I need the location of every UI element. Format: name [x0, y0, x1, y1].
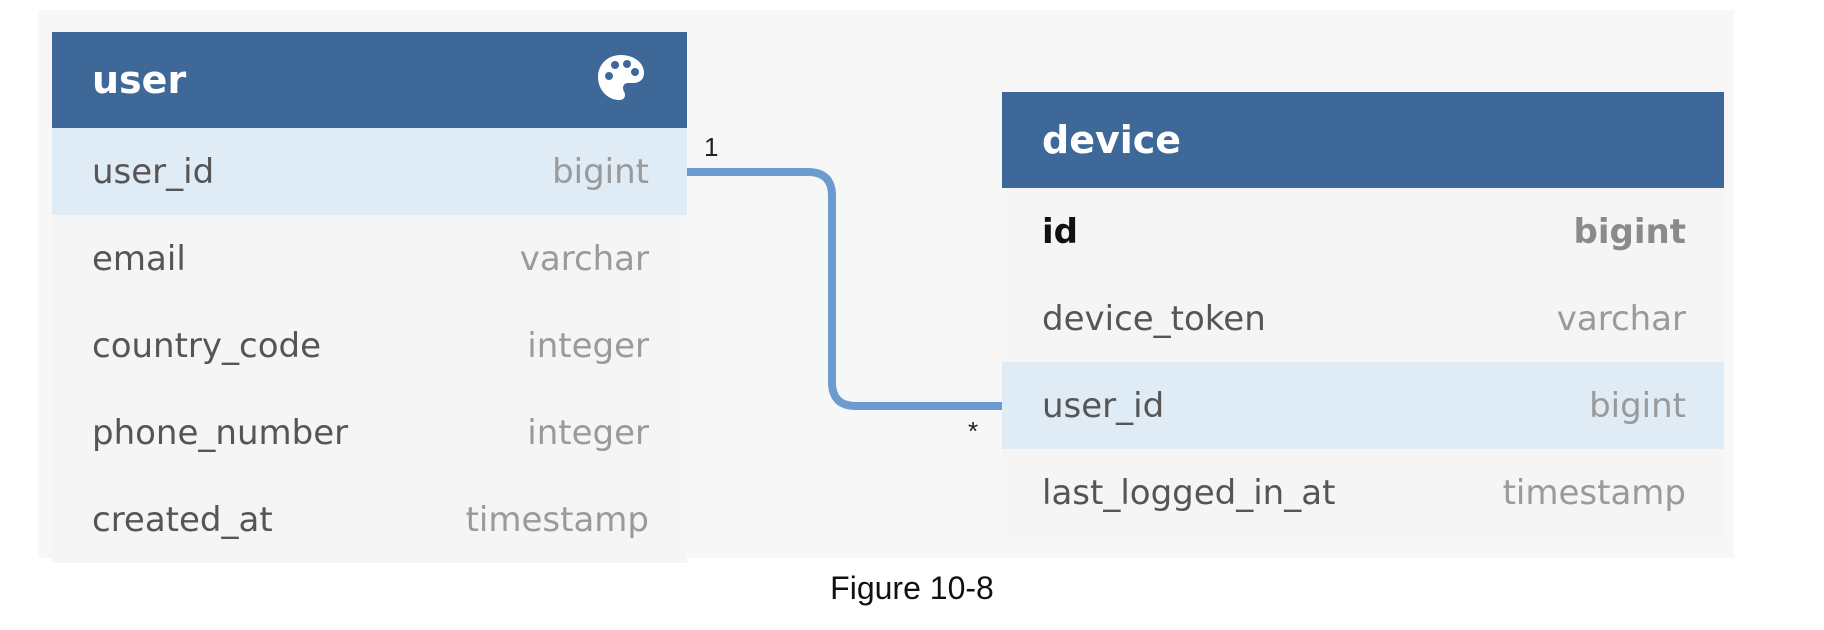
- palette-icon: [598, 55, 644, 100]
- column-type: bigint: [1589, 385, 1686, 426]
- column-name: device_token: [1042, 298, 1266, 339]
- column-type: integer: [527, 325, 649, 366]
- column-name: user_id: [1042, 385, 1165, 426]
- column-name: id: [1042, 211, 1078, 252]
- column-name: country_code: [92, 325, 322, 366]
- user-table[interactable]: user user_id bigint email varchar countr…: [52, 32, 687, 563]
- column-type: timestamp: [1502, 472, 1686, 513]
- column-name: user_id: [92, 151, 215, 192]
- user-row-country_code[interactable]: country_code integer: [52, 302, 687, 389]
- device-row-user_id[interactable]: user_id bigint: [1002, 362, 1724, 449]
- cardinality-many: *: [968, 416, 979, 446]
- column-type: bigint: [1573, 211, 1686, 252]
- device-table[interactable]: device id bigint device_token varchar us…: [1002, 92, 1724, 536]
- user-row-email[interactable]: email varchar: [52, 215, 687, 302]
- column-name: phone_number: [92, 412, 349, 453]
- column-name: email: [92, 238, 186, 279]
- device-row-last_logged_in_at[interactable]: last_logged_in_at timestamp: [1002, 449, 1724, 536]
- column-name: created_at: [92, 499, 273, 540]
- user-row-created_at[interactable]: created_at timestamp: [52, 476, 687, 563]
- device-table-header: device: [1002, 92, 1724, 188]
- column-type: varchar: [1556, 298, 1686, 339]
- device-table-title: device: [1042, 118, 1182, 162]
- column-type: integer: [527, 412, 649, 453]
- device-row-id[interactable]: id bigint: [1002, 188, 1724, 275]
- column-type: timestamp: [465, 499, 649, 540]
- column-type: varchar: [519, 238, 649, 279]
- device-row-device_token[interactable]: device_token varchar: [1002, 275, 1724, 362]
- figure-caption: Figure 10-8: [830, 570, 994, 606]
- user-table-header: user: [52, 32, 687, 128]
- column-type: bigint: [552, 151, 649, 192]
- user-row-user_id[interactable]: user_id bigint: [52, 128, 687, 215]
- user-row-phone_number[interactable]: phone_number integer: [52, 389, 687, 476]
- column-name: last_logged_in_at: [1042, 472, 1336, 513]
- user-table-title: user: [92, 58, 187, 102]
- cardinality-one: 1: [704, 132, 719, 162]
